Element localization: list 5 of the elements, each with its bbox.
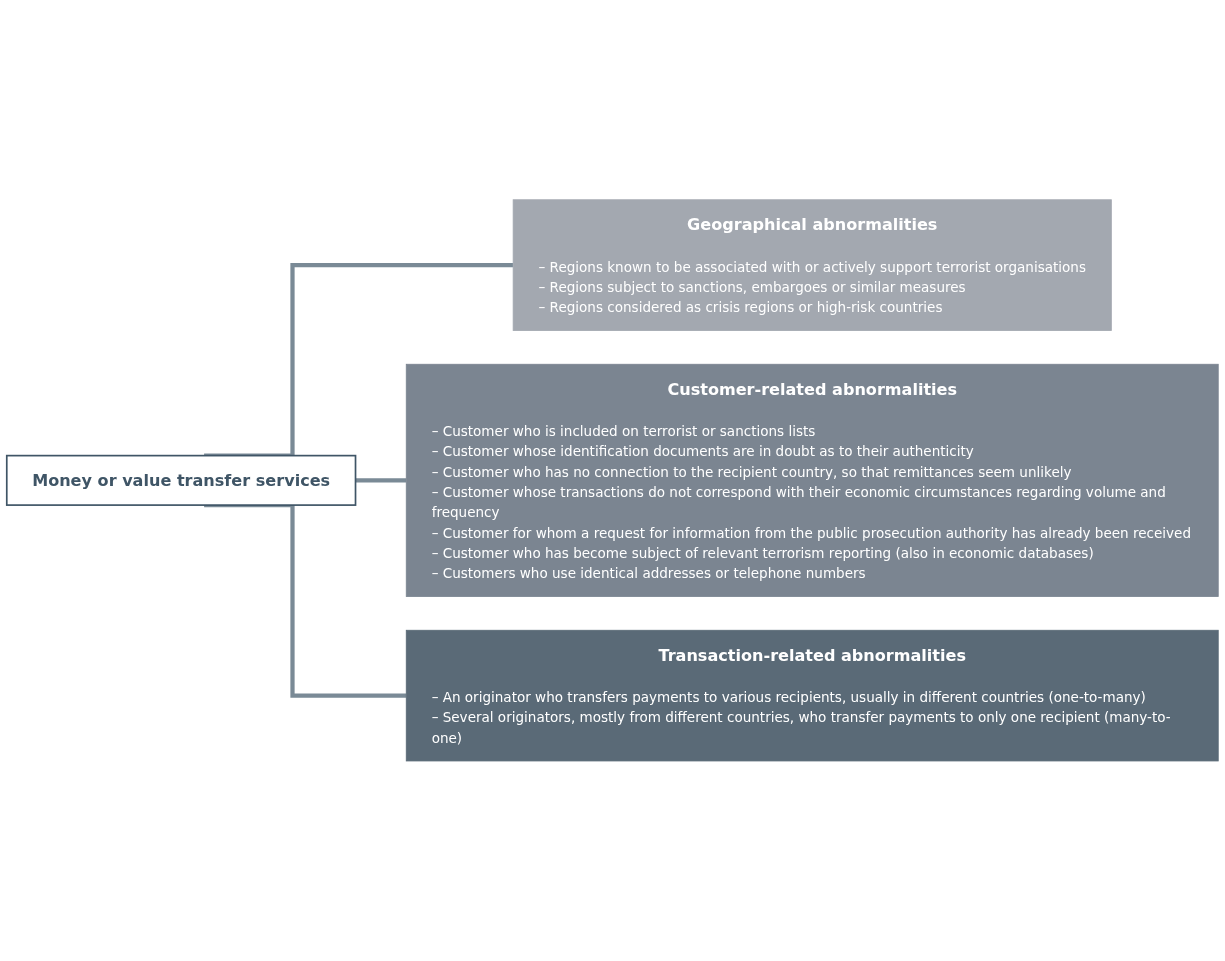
node-box: Customer-related abnormalities – Customer who is included on terrorist or sanctions lists – Customer whose identification documents are in doubt as to their authenticity – Customer who has no connection to the recipient country, so that remittances seem unlikely – Customer whose transactions do not correspond with their economic circumstances regarding volume and frequency – Customer for whom a request for information from the public prosecution authority has already been received – Customer who has become subject of relevant terrorism reporting (also in economic databases) – Customers who use identical addresses or telephone numbers	[405, 364, 1219, 597]
node-box: Transaction-related abnormalities – An originator who transfers payments to various recipients, usually in different countries (one-to-many) – Several originators, mostly from different countries, who transfer payments to only one recipient (many-to-one)	[405, 630, 1219, 762]
node-box: Geographical abnormalities – Regions known to be associated with or actively support terrorist organisations – Regions subject to sanctions, embargoes or similar measures – Regions considered as crisis regions or high-risk countries	[512, 199, 1112, 331]
connector	[355, 478, 407, 483]
node-box: Money or value transfer services	[5, 454, 357, 507]
